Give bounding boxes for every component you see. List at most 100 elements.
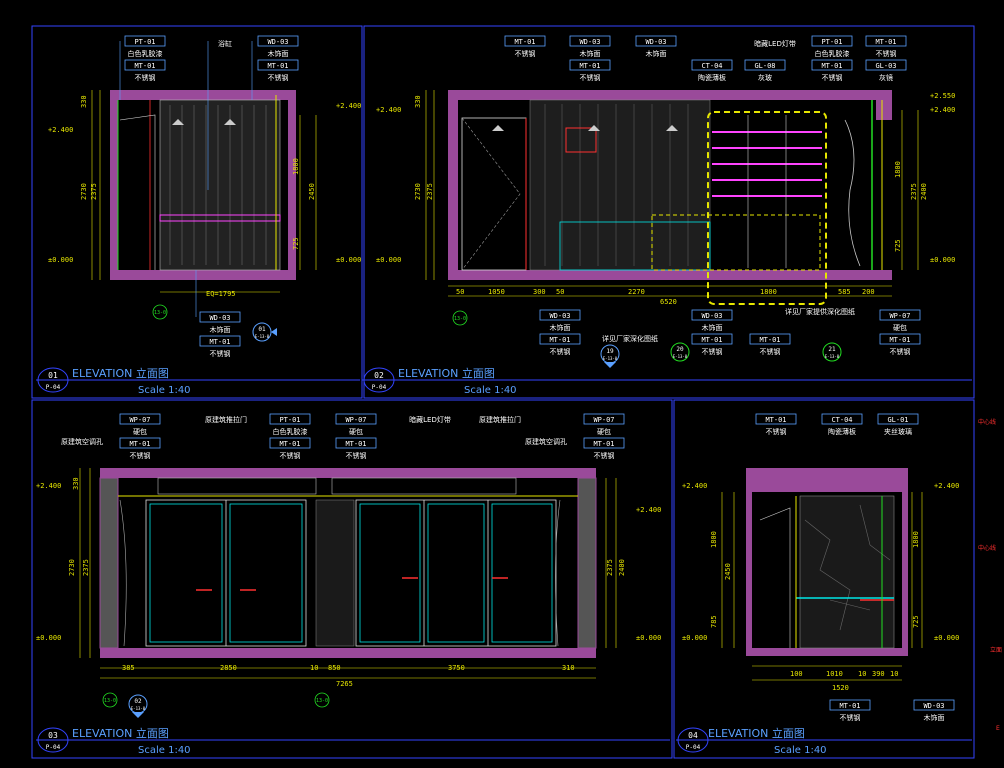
section-callout-21[interactable]: 21 E-13-0	[822, 342, 842, 362]
tag-code: MT-01	[821, 62, 842, 70]
tag-desc: 木饰面	[702, 323, 723, 332]
dim: 10	[890, 670, 898, 678]
view-title: ELEVATION 立面图	[708, 726, 805, 740]
tag-desc: 不锈钢	[268, 73, 289, 82]
tag-desc: 白色乳胶漆	[815, 49, 850, 58]
ceiling-slab	[100, 468, 596, 478]
frame-view-04[interactable]	[673, 399, 975, 759]
section-callout-20[interactable]: 20 E-13-0	[670, 342, 690, 362]
curtain-left	[119, 499, 127, 647]
tag-code: MT-01	[549, 336, 570, 344]
tag-desc: 木饰面	[646, 49, 667, 58]
tag-desc: 不锈钢	[280, 451, 301, 460]
view-01: 330 2730 2375 1800 2450 725 EQ=1795 +2.4…	[48, 35, 361, 358]
callout-sheet: E-13-0	[603, 356, 618, 361]
tag-desc: 不锈钢	[840, 713, 861, 722]
side-note: 中心线	[978, 418, 996, 426]
dim-2375: 2375	[90, 183, 98, 200]
level: +2.400	[930, 106, 955, 114]
label-note: 详见厂家提供深化图纸	[785, 307, 855, 316]
dim: 1800	[912, 531, 920, 548]
view-scale: Scale 1:40	[464, 385, 517, 396]
tag-desc: 不锈钢	[594, 451, 615, 460]
level: ±0.000	[682, 634, 707, 642]
dim: 1800	[710, 531, 718, 548]
tag-code: MT-01	[267, 62, 288, 70]
view-04-tags-bottom: MT-01 不锈钢 WD-03 木饰面	[829, 699, 955, 722]
callout-sheet: E-13-0	[131, 706, 146, 711]
dim: 2730	[68, 559, 76, 576]
tag-code: MT-01	[701, 336, 722, 344]
dim: 385	[122, 664, 135, 672]
dim: 390	[872, 670, 885, 678]
dim-total: 6520	[660, 298, 677, 306]
grid-bubble	[152, 304, 168, 320]
ceiling-slab	[110, 90, 296, 100]
level-bottom-left: ±0.000	[48, 256, 73, 264]
view-03-tags-top: WP-07 硬包 MT-01 不锈钢 PT-01 白色乳胶漆 MT-01 不锈钢…	[61, 413, 625, 460]
frame-view-02[interactable]	[363, 25, 975, 399]
tag-code: MT-01	[209, 338, 230, 346]
tag-code: MT-01	[765, 416, 786, 424]
callout-sheet: E-13-0	[673, 354, 688, 359]
frame-view-03[interactable]	[31, 399, 673, 759]
tag-code: GL-08	[754, 62, 775, 70]
frame-view-01[interactable]	[31, 25, 363, 399]
grid-label: 13-0	[104, 698, 116, 704]
title-block-03: 03 P-04 ELEVATION 立面图 Scale 1:40	[36, 726, 670, 756]
level: +2.550	[930, 92, 955, 100]
section-callout-02[interactable]: 02 E-13-0	[128, 694, 148, 718]
dim-total: 7265	[336, 680, 353, 688]
ceiling-slab	[448, 90, 892, 100]
tag-desc: 不锈钢	[130, 451, 151, 460]
grid-bubble	[452, 310, 468, 326]
tag-desc: 陶瓷薄板	[828, 427, 856, 436]
view-sheet: P-04	[46, 744, 61, 751]
view-02: 330 2730 2375 1800 2375 2400 725 50 1050…	[376, 35, 955, 368]
callout-sheet: E-13-0	[255, 334, 270, 339]
title-block-02: 02 P-04 ELEVATION 立面图 Scale 1:40	[362, 366, 972, 396]
dim: 2400	[920, 183, 928, 200]
view-01-tags-bottom: WD-03 木饰面 MT-01 不锈钢	[195, 270, 241, 358]
tag-desc: 不锈钢	[766, 427, 787, 436]
view-scale: Scale 1:40	[774, 745, 827, 756]
side-note: 立面	[990, 646, 1002, 654]
view-sheet: P-04	[46, 384, 61, 391]
view-03: 330 2730 2375 2375 2400 385 2850 10 850 …	[36, 413, 661, 718]
tag-code: MT-01	[514, 38, 535, 46]
tag-desc: 木饰面	[268, 49, 289, 58]
callout-num: 02	[134, 698, 142, 705]
level: +2.400	[36, 482, 61, 490]
label-note: 详见厂家深化图纸	[602, 334, 658, 343]
dim-1800: 1800	[292, 158, 300, 175]
mirror	[565, 127, 597, 153]
dim: 50	[556, 288, 564, 296]
view-sheet: P-04	[686, 744, 701, 751]
shelf-unit-outline[interactable]	[707, 111, 827, 305]
grid-bubble	[314, 692, 330, 708]
dim-eq: EQ=1795	[206, 290, 236, 298]
dim: 585	[838, 288, 851, 296]
callout-num: 19	[606, 348, 614, 355]
floor-slab	[746, 648, 908, 656]
right-wall-head	[876, 90, 892, 120]
tag-desc: 陶瓷薄板	[698, 73, 726, 82]
view-number: 03	[48, 731, 58, 740]
section-callout-01[interactable]: 01 E-13-0	[252, 322, 277, 342]
grid-label: 13-0	[454, 316, 466, 322]
tag-desc: 不锈钢	[890, 347, 911, 356]
section-callout-19[interactable]: 19 E-13-0	[600, 344, 620, 368]
dim: 330	[72, 477, 80, 490]
viewport-frames	[31, 25, 975, 759]
tag-code: WD-03	[209, 314, 230, 322]
dim-2730: 2730	[80, 183, 88, 200]
dim: 200	[862, 288, 875, 296]
tag-code: MT-01	[839, 702, 860, 710]
label-door: 原建筑推拉门	[479, 415, 521, 424]
floor-slab	[100, 648, 596, 658]
tag-desc: 木饰面	[924, 713, 945, 722]
tag-desc: 夹丝玻璃	[884, 427, 912, 436]
label-ac-hole: 原建筑空调孔	[61, 437, 103, 446]
title-block-04: 04 P-04 ELEVATION 立面图 Scale 1:40	[676, 726, 972, 756]
